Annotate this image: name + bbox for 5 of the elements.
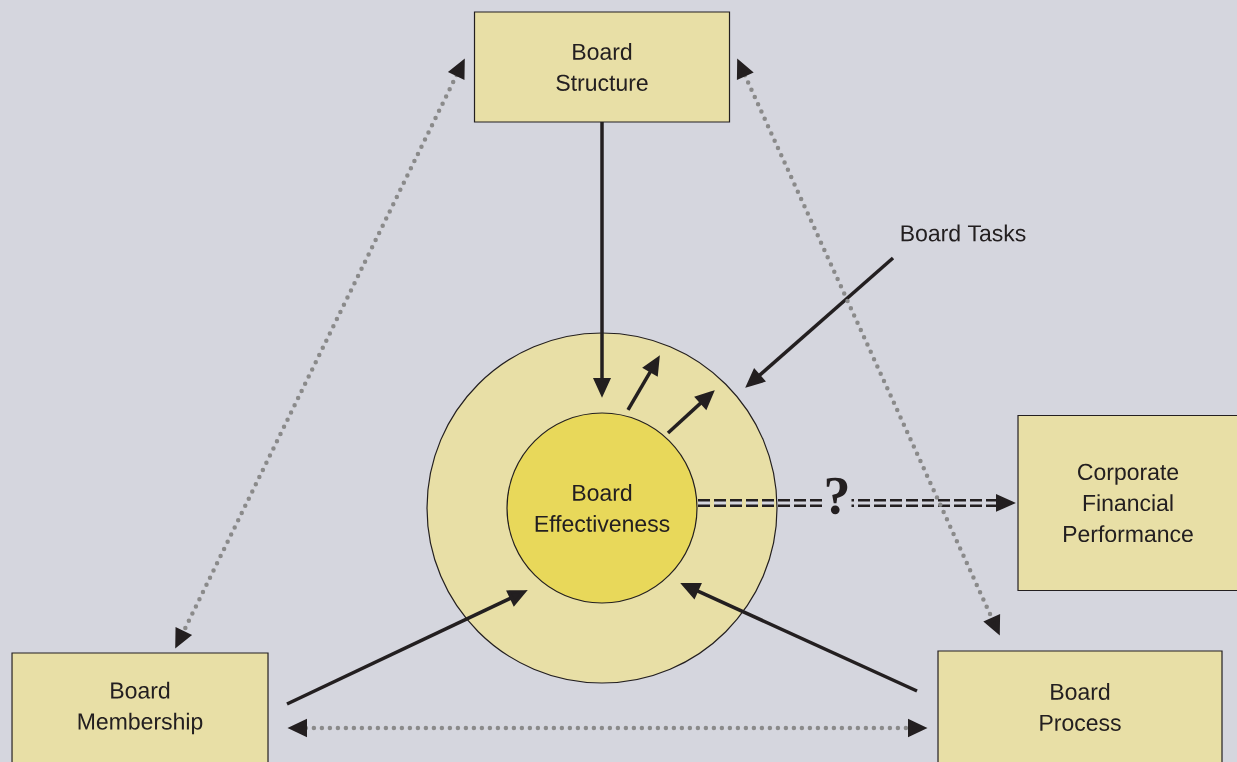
floating-label: Board Tasks [901, 224, 1026, 242]
text-box: Board Structure [473, 11, 731, 123]
text-box: Board Process [937, 650, 1223, 762]
text-box: Corporate Financial Performance [1017, 414, 1237, 592]
text-box: Board Membership [11, 652, 269, 762]
